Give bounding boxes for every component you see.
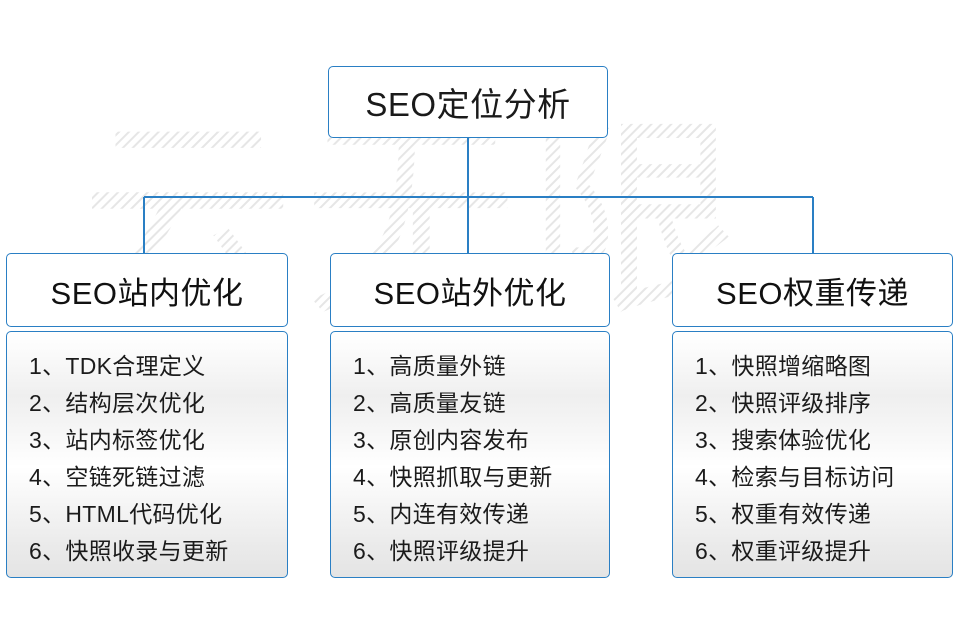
list-item: 6、权重评级提升 — [695, 538, 872, 564]
list-item: 5、内连有效传递 — [353, 501, 530, 527]
list-item: 6、快照评级提升 — [353, 538, 530, 564]
branch-item-list: 1、快照增缩略图 2、快照评级排序 3、搜索体验优化 4、检索与目标访问 5、权… — [673, 348, 952, 570]
list-item: 5、HTML代码优化 — [29, 501, 223, 527]
list-item: 2、结构层次优化 — [29, 390, 206, 416]
branch-seo-offsite: SEO站外优化 1、高质量外链 2、高质量友链 3、原创内容发布 4、快照抓取与… — [330, 253, 610, 578]
branch-header-label: SEO站内优化 — [50, 275, 244, 311]
list-item: 1、高质量外链 — [353, 353, 506, 379]
list-item: 4、检索与目标访问 — [695, 464, 895, 490]
list-item: 3、原创内容发布 — [353, 427, 530, 453]
branch-item-list: 1、TDK合理定义 2、结构层次优化 3、站内标签优化 4、空链死链过滤 5、H… — [7, 348, 287, 570]
root-node-label: SEO定位分析 — [365, 86, 571, 123]
branch-body-seo-offsite: 1、高质量外链 2、高质量友链 3、原创内容发布 4、快照抓取与更新 5、内连有… — [330, 331, 610, 578]
branch-seo-weight: SEO权重传递 1、快照增缩略图 2、快照评级排序 3、搜索体验优化 4、检索与… — [672, 253, 953, 578]
root-node-seo-analysis[interactable]: SEO定位分析 — [328, 66, 608, 138]
branch-item-list: 1、高质量外链 2、高质量友链 3、原创内容发布 4、快照抓取与更新 5、内连有… — [331, 348, 609, 570]
list-item: 3、站内标签优化 — [29, 427, 206, 453]
list-item: 2、高质量友链 — [353, 390, 506, 416]
list-item: 4、空链死链过滤 — [29, 464, 206, 490]
list-item: 1、快照增缩略图 — [695, 353, 872, 379]
list-item: 1、TDK合理定义 — [29, 353, 206, 379]
list-item: 4、快照抓取与更新 — [353, 464, 553, 490]
branch-header-seo-offsite[interactable]: SEO站外优化 — [330, 253, 610, 327]
branch-header-label: SEO权重传递 — [716, 275, 909, 311]
list-item: 2、快照评级排序 — [695, 390, 872, 416]
list-item: 3、搜索体验优化 — [695, 427, 872, 453]
branch-body-seo-weight: 1、快照增缩略图 2、快照评级排序 3、搜索体验优化 4、检索与目标访问 5、权… — [672, 331, 953, 578]
list-item: 6、快照收录与更新 — [29, 538, 229, 564]
branch-header-seo-weight[interactable]: SEO权重传递 — [672, 253, 953, 327]
branch-header-seo-onsite[interactable]: SEO站内优化 — [6, 253, 288, 327]
branch-body-seo-onsite: 1、TDK合理定义 2、结构层次优化 3、站内标签优化 4、空链死链过滤 5、H… — [6, 331, 288, 578]
list-item: 5、权重有效传递 — [695, 501, 872, 527]
branch-header-label: SEO站外优化 — [373, 275, 567, 311]
branch-seo-onsite: SEO站内优化 1、TDK合理定义 2、结构层次优化 3、站内标签优化 4、空链… — [6, 253, 288, 578]
